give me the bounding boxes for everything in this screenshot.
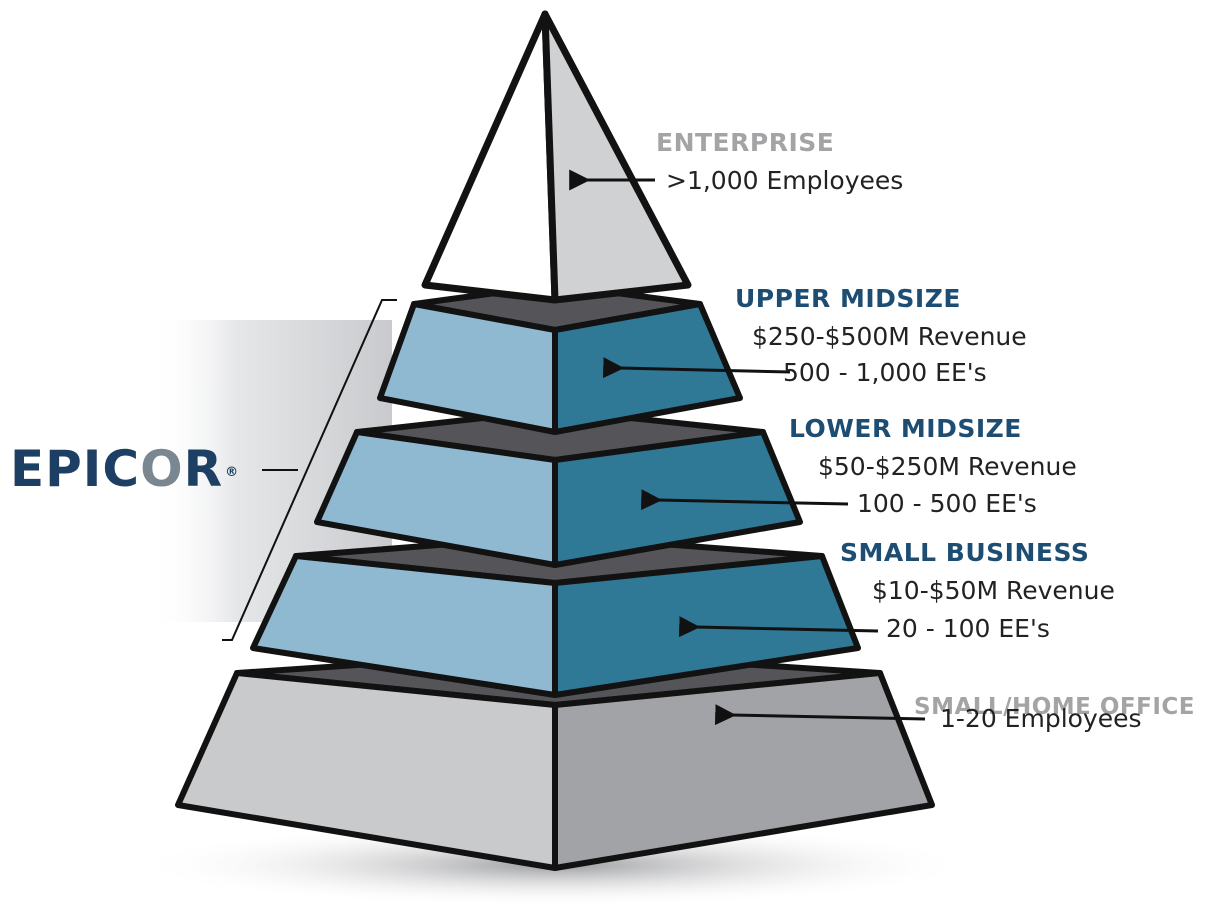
lower-midsize-detail-2: 100 - 500 EE's xyxy=(857,489,1037,518)
arrow-small-business xyxy=(678,616,879,638)
registered-mark: ® xyxy=(225,465,240,480)
enterprise-detail-1: >1,000 Employees xyxy=(666,166,904,195)
tier-arrows xyxy=(569,169,926,726)
arrow-lower-midsize xyxy=(640,489,849,511)
tier-face-left xyxy=(377,301,558,435)
small-business-title: SMALL BUSINESS xyxy=(840,538,1090,567)
tier-lower-midsize xyxy=(314,407,803,568)
lower-midsize-title: LOWER MIDSIZE xyxy=(789,414,1022,443)
tier-upper-midsize xyxy=(377,282,743,435)
epicor-logo: EPICOR® xyxy=(10,440,239,498)
logo-o-mark: O xyxy=(140,440,184,498)
small-business-detail-1: $10-$50M Revenue xyxy=(872,576,1115,605)
lower-midsize-detail-1: $50-$250M Revenue xyxy=(818,452,1077,481)
tier-enterprise xyxy=(421,10,692,304)
tier-face-right xyxy=(552,429,803,568)
arrow-upper-midsize xyxy=(602,357,791,379)
upper-midsize-title: UPPER MIDSIZE xyxy=(735,284,961,313)
tier-small-business xyxy=(250,533,861,698)
logo-text-end: R xyxy=(183,440,224,498)
tier-face-right xyxy=(541,10,692,304)
small-home-office-title: SMALL/HOME OFFICE xyxy=(914,694,1195,720)
tier-face-right xyxy=(552,670,935,871)
enterprise-title: ENTERPRISE xyxy=(656,128,835,157)
tier-face-left xyxy=(421,10,559,304)
arrow-small-home-office xyxy=(714,704,926,726)
upper-midsize-detail-1: $250-$500M Revenue xyxy=(752,322,1027,351)
logo-text: EPIC xyxy=(10,440,141,498)
tier-face-right xyxy=(552,553,861,698)
small-business-detail-2: 20 - 100 EE's xyxy=(886,614,1050,643)
epicor-bracket xyxy=(222,299,397,641)
small-home-office-detail-1: 1-20 Employees xyxy=(940,704,1142,733)
upper-midsize-detail-2: 500 - 1,000 EE's xyxy=(783,358,987,387)
